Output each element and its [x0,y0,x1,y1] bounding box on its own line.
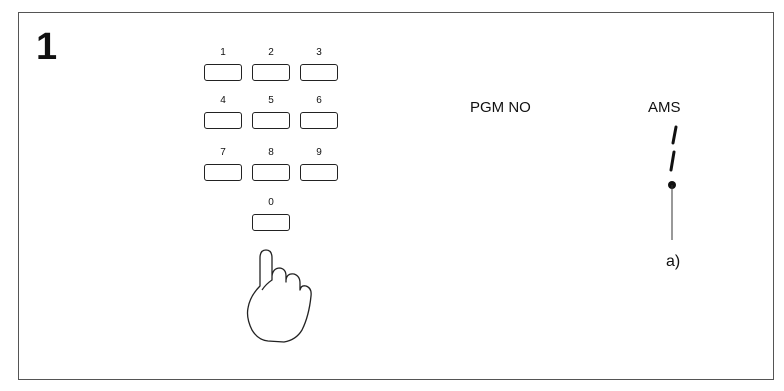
key-1-button[interactable] [204,64,242,81]
key-8-button[interactable] [252,164,290,181]
key-label-5: 5 [268,95,274,106]
key-label-8: 8 [268,147,274,158]
key-9-button[interactable] [300,164,338,181]
key-7-button[interactable] [204,164,242,181]
key-label-6: 6 [316,95,322,106]
key-label-7: 7 [220,147,226,158]
annotation-a-label: a) [666,253,681,270]
step-number: 1 [36,26,58,68]
key-3-button[interactable] [300,64,338,81]
key-label-4: 4 [220,95,226,106]
pgm-no-label: PGM NO [470,99,531,116]
key-label-0: 0 [268,197,274,208]
key-label-3: 3 [316,47,322,58]
key-0-button[interactable] [252,214,290,231]
key-label-9: 9 [316,147,322,158]
key-4-button[interactable] [204,112,242,129]
ams-label: AMS [648,99,681,116]
key-label-2: 2 [268,47,274,58]
key-2-button[interactable] [252,64,290,81]
diagram-frame [18,12,774,380]
key-6-button[interactable] [300,112,338,129]
key-5-button[interactable] [252,112,290,129]
key-label-1: 1 [220,47,226,58]
